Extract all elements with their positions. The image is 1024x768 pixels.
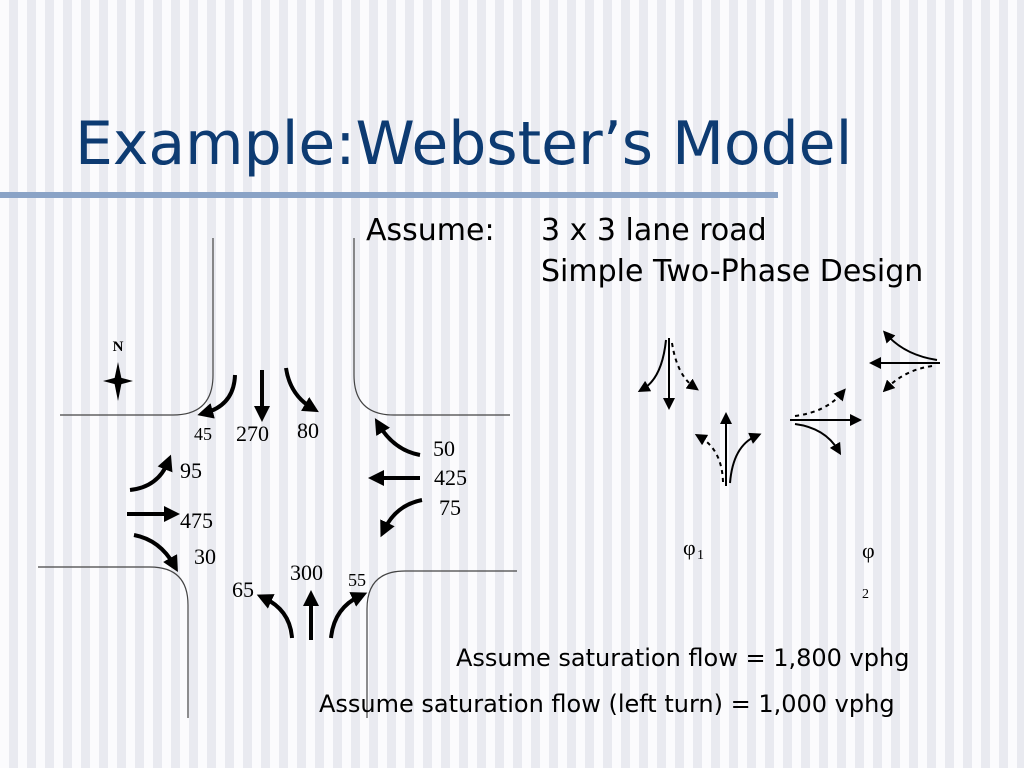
curb-southeast bbox=[366, 570, 517, 718]
curb-southwest bbox=[38, 566, 189, 718]
eb-through-volume: 475 bbox=[180, 508, 213, 533]
phase1-symbol: φ bbox=[683, 535, 696, 560]
phase1-diagram bbox=[637, 338, 762, 486]
eb-right-volume: 30 bbox=[194, 544, 216, 569]
phase1-subscript: 1 bbox=[697, 548, 704, 563]
wb-through-volume: 425 bbox=[434, 465, 467, 490]
eb-right-arrow-icon bbox=[133, 533, 178, 572]
p2-wb-left-arrow-icon bbox=[882, 365, 933, 393]
sb-through-volume: 270 bbox=[236, 421, 269, 446]
nb-right-arrow-icon bbox=[329, 592, 368, 639]
wb-left-arrow-icon bbox=[380, 498, 423, 538]
curb-northwest bbox=[60, 238, 214, 416]
p1-sb-left-arrow-icon bbox=[637, 339, 667, 393]
eb-left-arrow-icon bbox=[129, 454, 173, 492]
curb-northeast bbox=[353, 238, 510, 416]
wb-left-volume: 75 bbox=[439, 495, 461, 520]
wb-right-volume: 50 bbox=[433, 436, 455, 461]
p1-sb-right-arrow-icon bbox=[671, 342, 699, 391]
assume-label: Assume: bbox=[366, 213, 495, 248]
assume-phase-text: Simple Two-Phase Design bbox=[541, 254, 924, 289]
north-arrow-icon: N bbox=[103, 339, 133, 401]
sb-right-arrow-icon bbox=[284, 367, 319, 413]
nb-right-volume: 55 bbox=[348, 570, 366, 590]
nb-left-arrow-icon bbox=[256, 594, 294, 639]
wb-right-arrow-icon bbox=[374, 418, 421, 457]
sb-right-volume: 80 bbox=[297, 418, 319, 443]
saturation-flow-text: Assume saturation flow = 1,800 vphg bbox=[456, 644, 910, 672]
p1-nb-left-arrow-icon bbox=[694, 433, 724, 483]
p2-eb-left-arrow-icon bbox=[794, 388, 846, 417]
p2-wb-right-arrow-icon bbox=[882, 330, 938, 361]
sb-left-arrow-icon bbox=[197, 374, 237, 419]
assume-road-text: 3 x 3 lane road bbox=[541, 213, 767, 248]
nb-left-volume: 65 bbox=[232, 577, 254, 602]
nb-through-volume: 300 bbox=[290, 560, 323, 585]
title-underline bbox=[0, 192, 778, 198]
slide-title: Example:Webster’s Model bbox=[75, 109, 853, 179]
eb-left-volume: 95 bbox=[180, 458, 202, 483]
phase2-subscript: 2 bbox=[862, 587, 869, 602]
phase2-symbol: φ bbox=[862, 538, 875, 563]
sb-left-volume: 45 bbox=[194, 424, 212, 444]
p2-eb-right-arrow-icon bbox=[794, 423, 842, 456]
movement-arrows bbox=[127, 367, 423, 640]
p1-nb-right-arrow-icon bbox=[729, 432, 762, 484]
saturation-flow-left-text: Assume saturation flow (left turn) = 1,0… bbox=[319, 690, 895, 718]
phase2-diagram bbox=[790, 330, 940, 456]
compass-label: N bbox=[113, 339, 124, 355]
